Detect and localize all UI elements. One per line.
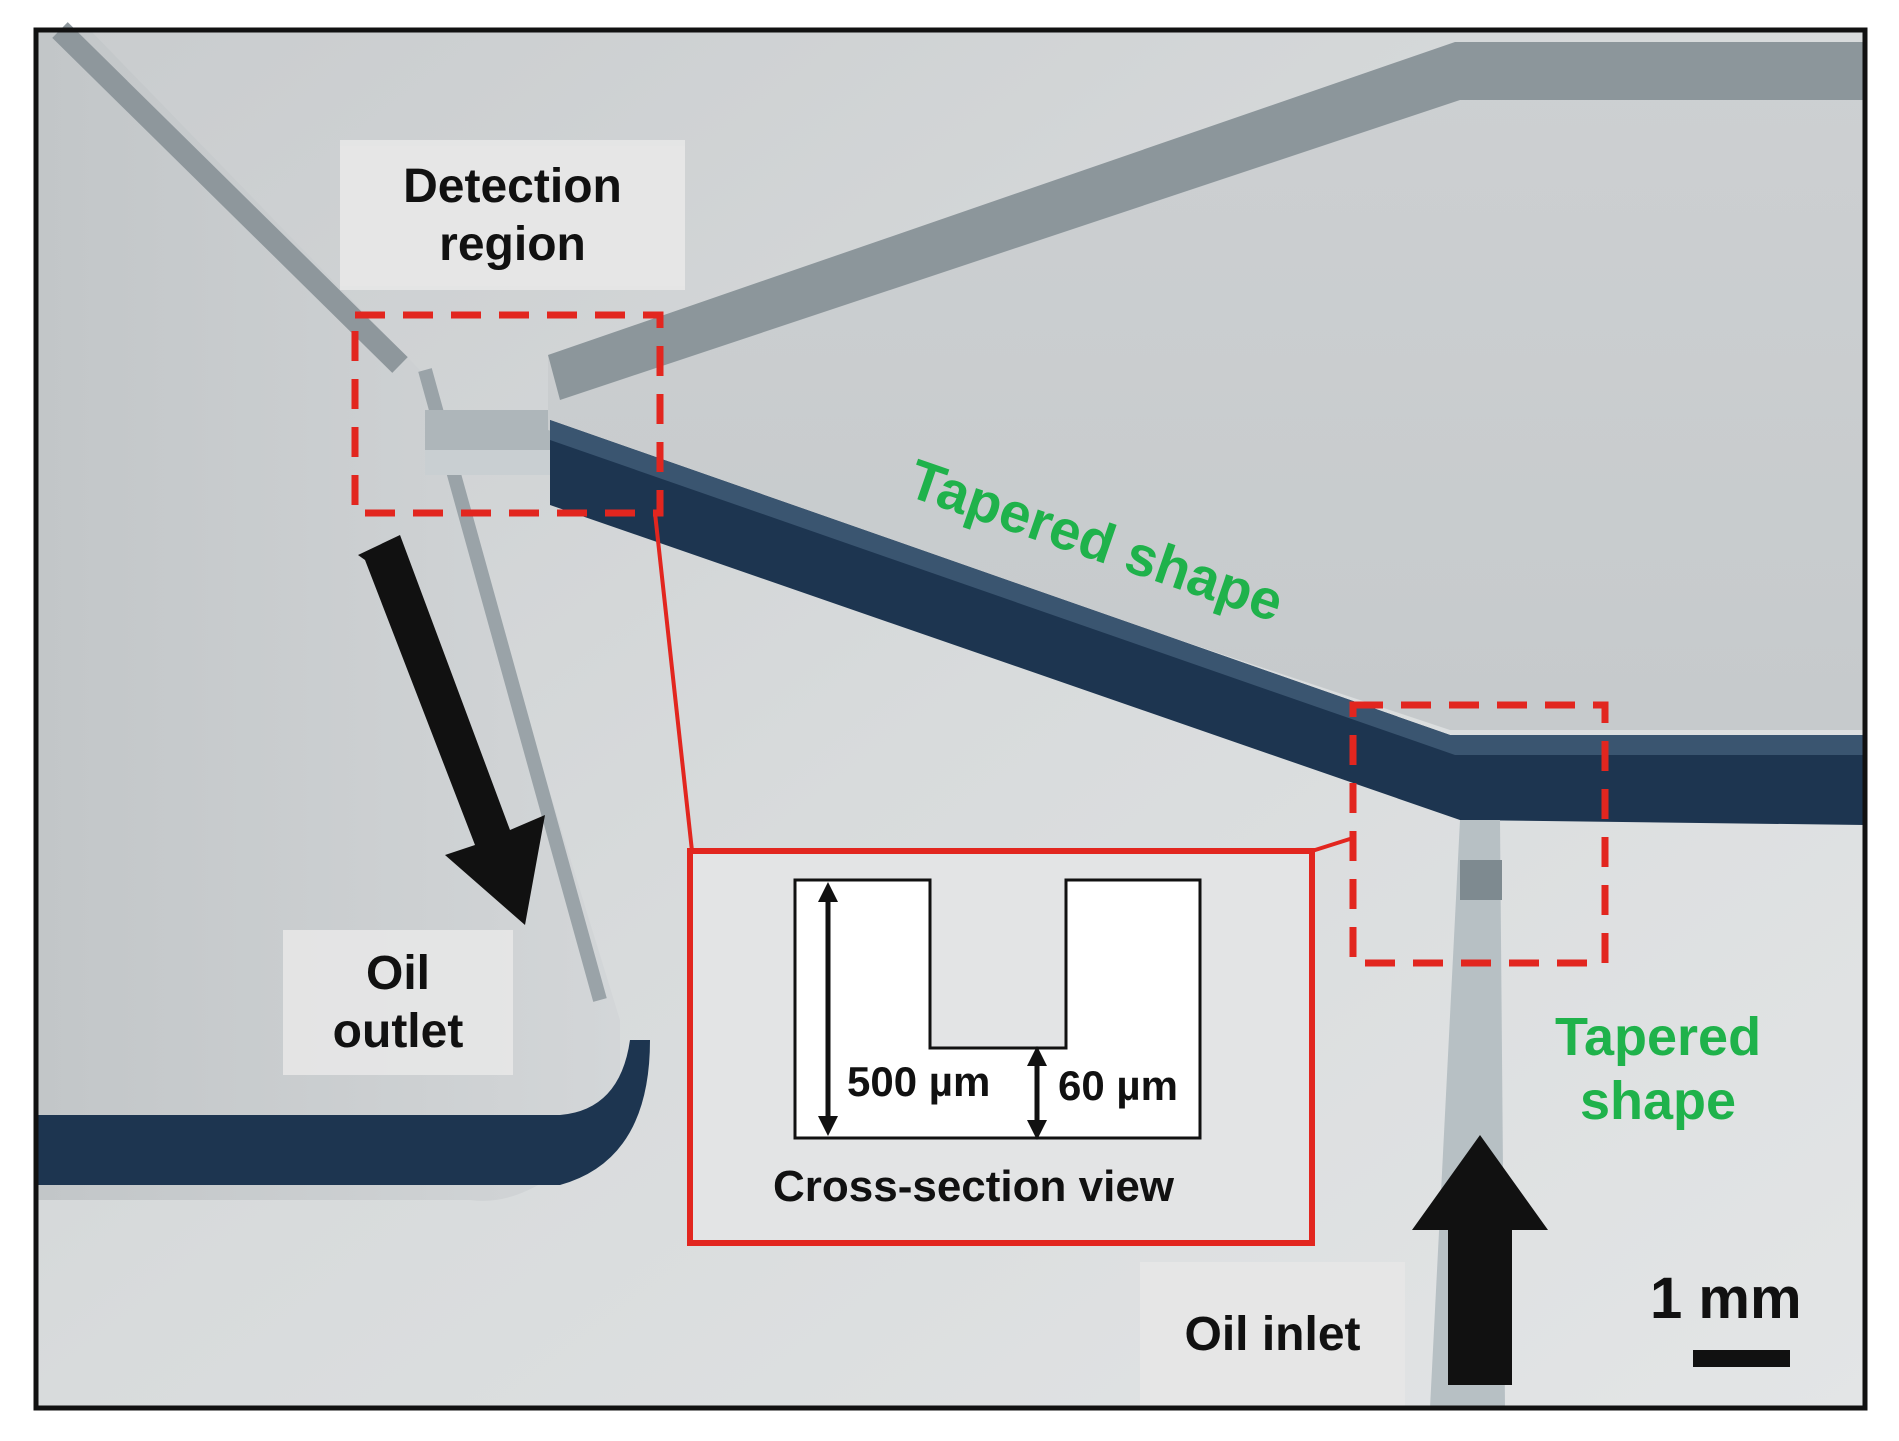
- detection-region-label: Detection region: [340, 146, 685, 286]
- oil-inlet-text: Oil inlet: [1184, 1308, 1361, 1361]
- detection-channel-floor: [425, 450, 550, 475]
- oil-outlet-label: Oil outlet: [283, 935, 513, 1070]
- right-chamber-top-edge: [548, 42, 1865, 400]
- tapered-dark-edge: [550, 420, 1865, 825]
- tapered-shape-line1: Tapered: [1555, 1007, 1762, 1067]
- detection-label-line2: region: [439, 218, 586, 271]
- inset-leader-left: [653, 512, 694, 852]
- step-label: 60 µm: [1058, 1062, 1178, 1110]
- left-chamber-top-edge: [52, 22, 408, 373]
- tapered-shape-label-right: Tapered shape: [1555, 1005, 1761, 1133]
- detection-channel: [425, 410, 550, 450]
- oil-outlet-line1: Oil: [365, 946, 430, 1000]
- image-frame: [33, 27, 1868, 1411]
- right-chamber: [548, 42, 1865, 730]
- inset-caption: Cross-section view: [773, 1162, 1175, 1211]
- oil-inlet-label-bg: [1140, 1262, 1405, 1408]
- scale-bar: [1693, 1350, 1790, 1367]
- detection-region-box: [351, 311, 664, 517]
- outlet-flow-arrow: [358, 535, 545, 925]
- inlet-flow-arrow: [1412, 1135, 1548, 1385]
- inlet-channel-junction: [1460, 860, 1502, 900]
- tapered-shape-line2: shape: [1579, 1071, 1737, 1131]
- detection-label-line1: Detection: [403, 160, 622, 213]
- oil-outlet-label-bg: [283, 930, 513, 1075]
- oil-inlet-label: Oil inlet: [1140, 1270, 1405, 1400]
- depth-label: 500 µm: [847, 1058, 991, 1106]
- inset-leader-right: [1311, 836, 1354, 853]
- scale-bar-label: 1 mm: [1650, 1266, 1802, 1331]
- left-chamber: [36, 30, 620, 1201]
- left-chamber-dark-edge: [36, 1040, 650, 1185]
- oil-outlet-line2: outlet: [332, 1004, 464, 1058]
- tapered-region-box: [1349, 701, 1609, 967]
